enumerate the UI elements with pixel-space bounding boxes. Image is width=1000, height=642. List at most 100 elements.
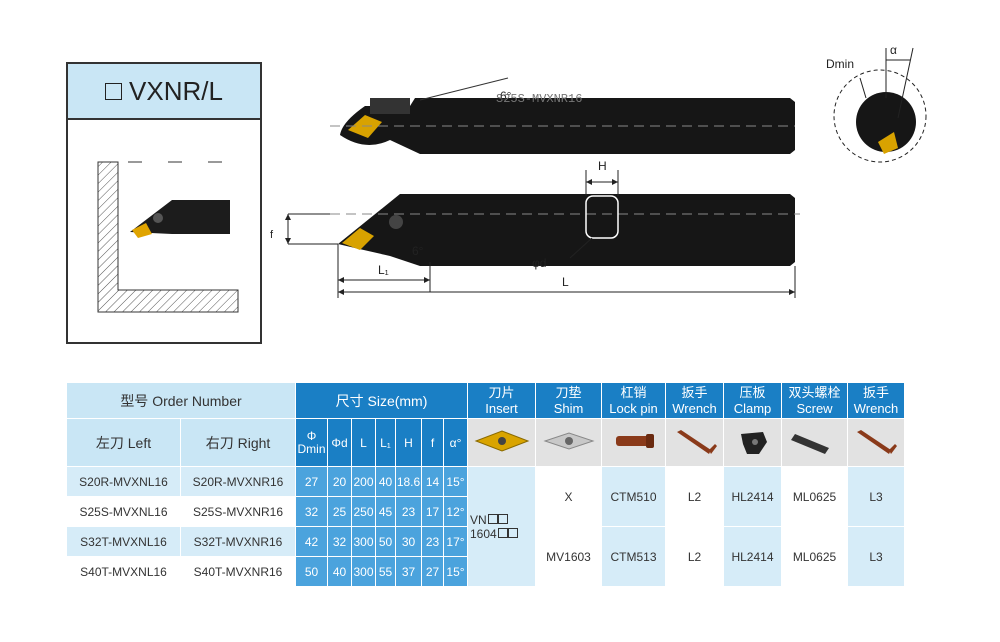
bottom-tool-holder: H φd 6° f L₁ L <box>270 159 800 298</box>
cell-d: 25 <box>327 496 352 527</box>
angle-top-label: 6° <box>500 89 512 103</box>
cell-shim-2: MV1603 <box>535 526 602 587</box>
cell-shim-1: X <box>535 466 602 527</box>
cell-alpha: 15° <box>443 466 468 497</box>
header-insert-cn: 刀片 <box>488 384 515 400</box>
header-lockpin-en: Lock pin <box>609 400 658 416</box>
dim-L1-label: L₁ <box>378 263 389 277</box>
cell-left: S25S-MVXNL16 <box>66 496 181 527</box>
top-tool-label: S25S-MVXNR16 <box>496 92 582 106</box>
box-icon <box>507 527 518 538</box>
insert-icon <box>474 430 529 452</box>
wrench2-icon <box>857 430 897 454</box>
header-wrench2-cn: 扳手 <box>862 384 889 400</box>
cell-right: S32T-MVXNR16 <box>180 526 296 557</box>
header-lockpin-cn: 杠销 <box>620 384 647 400</box>
cell-left: S20R-MVXNL16 <box>66 466 181 497</box>
dmin-detail: Dmin α <box>826 43 927 163</box>
header-right: 右刀 Right <box>180 418 296 467</box>
cell-wrench2-2: L3 <box>847 526 905 587</box>
insert-prefix: VN <box>470 512 487 527</box>
shim-image <box>535 418 602 467</box>
lockpin-image <box>601 418 666 467</box>
cell-f: 23 <box>421 526 444 557</box>
insert-code-line1: VN <box>470 513 535 527</box>
header-size: 尺寸 Size(mm) <box>295 382 468 419</box>
screw-image <box>781 418 848 467</box>
machining-schematic <box>97 161 239 313</box>
header-wrench-en: Wrench <box>672 400 717 416</box>
header-f: f <box>421 418 444 467</box>
wrench-icon <box>676 430 717 454</box>
cell-wrench2-1: L3 <box>847 466 905 527</box>
header-wrench2-en: Wrench <box>853 400 899 416</box>
cell-L: 250 <box>351 496 376 527</box>
header-dmin: Φ Dmin <box>295 418 328 467</box>
header-d: Φd <box>327 418 352 467</box>
cell-clamp-2: HL2414 <box>723 526 782 587</box>
header-alpha: α° <box>443 418 468 467</box>
box-icon <box>497 527 508 538</box>
dmin-label: Dmin <box>826 57 854 71</box>
cell-wrench-1: L2 <box>665 466 724 527</box>
header-screw-en: Screw <box>796 400 833 416</box>
cell-screw-1: ML0625 <box>781 466 848 527</box>
cell-clamp-1: HL2414 <box>723 466 782 527</box>
cell-dmin: 27 <box>295 466 328 497</box>
cell-right: S25S-MVXNR16 <box>180 496 296 527</box>
top-tool-holder: S25S-MVXNR16 6° <box>330 77 795 154</box>
cell-alpha: 17° <box>443 526 468 557</box>
cell-alpha: 15° <box>443 556 468 587</box>
header-wrench-cn: 扳手 <box>681 384 708 400</box>
cell-screw-2: ML0625 <box>781 526 848 587</box>
cell-dmin: 42 <box>295 526 328 557</box>
cell-L1: 55 <box>375 556 396 587</box>
cell-d: 32 <box>327 526 352 557</box>
box-icon <box>487 513 498 524</box>
dim-L-label: L <box>562 275 569 289</box>
wrench2-image <box>847 418 905 467</box>
cell-right: S40T-MVXNR16 <box>180 556 296 587</box>
header-clamp-en: Clamp <box>733 400 772 416</box>
cell-left: S40T-MVXNL16 <box>66 556 181 587</box>
insert-size: 1604 <box>470 526 497 541</box>
insert-cell: VN 1604 <box>467 466 536 587</box>
cell-L: 300 <box>351 556 376 587</box>
cell-H: 30 <box>395 526 422 557</box>
header-insert-en: Insert <box>485 400 518 416</box>
cell-left: S32T-MVXNL16 <box>66 526 181 557</box>
cell-L1: 50 <box>375 526 396 557</box>
cell-H: 37 <box>395 556 422 587</box>
cell-alpha: 12° <box>443 496 468 527</box>
dim-H-label: H <box>598 159 607 173</box>
cell-L1: 45 <box>375 496 396 527</box>
header-order-number: 型号 Order Number <box>66 382 296 419</box>
cell-f: 17 <box>421 496 444 527</box>
wrench-image <box>665 418 724 467</box>
cell-H: 23 <box>395 496 422 527</box>
cell-right: S20R-MVXNR16 <box>180 466 296 497</box>
cell-L: 300 <box>351 526 376 557</box>
lockpin-icon <box>615 434 654 448</box>
header-H: H <box>395 418 422 467</box>
cell-L1: 40 <box>375 466 396 497</box>
cell-d: 40 <box>327 556 352 587</box>
header-shim-en: Shim <box>553 400 584 416</box>
angle-bottom-label: 6° <box>412 244 424 258</box>
cell-pin-1: CTM510 <box>601 466 666 527</box>
cell-f: 14 <box>421 466 444 497</box>
header-L1: L₁ <box>375 418 396 467</box>
header-L: L <box>351 418 376 467</box>
title-box: VXNR/L <box>66 62 262 344</box>
header-left: 左刀 Left <box>66 418 181 467</box>
tool-drawing: S25S-MVXNR16 6° H φd 6° f L₁ <box>270 77 800 298</box>
title-band: VXNR/L <box>68 64 260 120</box>
dim-f-label: f <box>270 229 274 241</box>
alpha-label: α <box>890 43 897 57</box>
shim-icon <box>542 432 595 450</box>
